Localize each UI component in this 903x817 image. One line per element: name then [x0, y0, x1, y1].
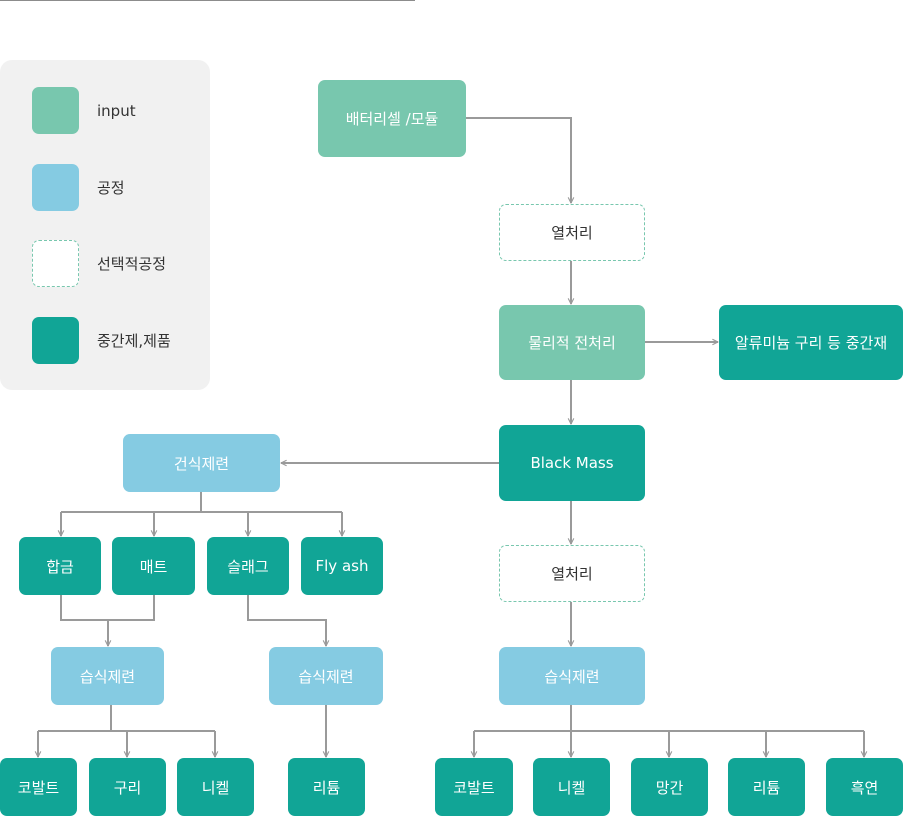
- node-wet-smelting-middle: 습식제련: [269, 647, 383, 705]
- node-lithium-middle: 리튬: [288, 758, 365, 816]
- node-matte: 매트: [112, 537, 195, 595]
- node-fly-ash: Fly ash: [301, 537, 383, 595]
- node-physical-pretreatment: 물리적 전처리: [499, 305, 645, 380]
- node-cobalt-left: 코발트: [0, 758, 77, 816]
- top-divider-line: [0, 0, 415, 1]
- node-nickel-left: 니켈: [177, 758, 254, 816]
- legend-swatch-process: [32, 164, 79, 211]
- node-lithium-right: 리튬: [728, 758, 805, 816]
- legend-swatch-input: [32, 87, 79, 134]
- node-heat-treatment-1: 열처리: [499, 204, 645, 261]
- node-dry-smelting: 건식제련: [123, 434, 280, 492]
- node-manganese-right: 망간: [631, 758, 708, 816]
- node-battery-cell-module: 배터리셀 /모듈: [318, 80, 466, 157]
- legend-swatch-optional: [32, 240, 79, 287]
- node-nickel-right: 니켈: [533, 758, 610, 816]
- legend-panel: input 공정 선택적공정 중간제,제품: [0, 60, 210, 390]
- legend-label-optional: 선택적공정: [97, 255, 167, 273]
- node-graphite-right: 흑연: [826, 758, 903, 816]
- node-black-mass: Black Mass: [499, 425, 645, 501]
- node-slag: 슬래그: [207, 537, 289, 595]
- node-heat-treatment-2: 열처리: [499, 545, 645, 602]
- node-aluminum-copper-intermediate: 알류미늄 구리 등 중간재: [719, 305, 903, 380]
- legend-label-process: 공정: [97, 179, 125, 197]
- node-copper-left: 구리: [89, 758, 166, 816]
- legend-swatch-product: [32, 317, 79, 364]
- node-alloy: 합금: [19, 537, 101, 595]
- node-wet-smelting-left: 습식제련: [51, 647, 164, 705]
- node-cobalt-right: 코발트: [435, 758, 513, 816]
- legend-label-input: input: [97, 102, 136, 120]
- legend-label-product: 중간제,제품: [97, 332, 171, 350]
- node-wet-smelting-main: 습식제련: [499, 647, 645, 705]
